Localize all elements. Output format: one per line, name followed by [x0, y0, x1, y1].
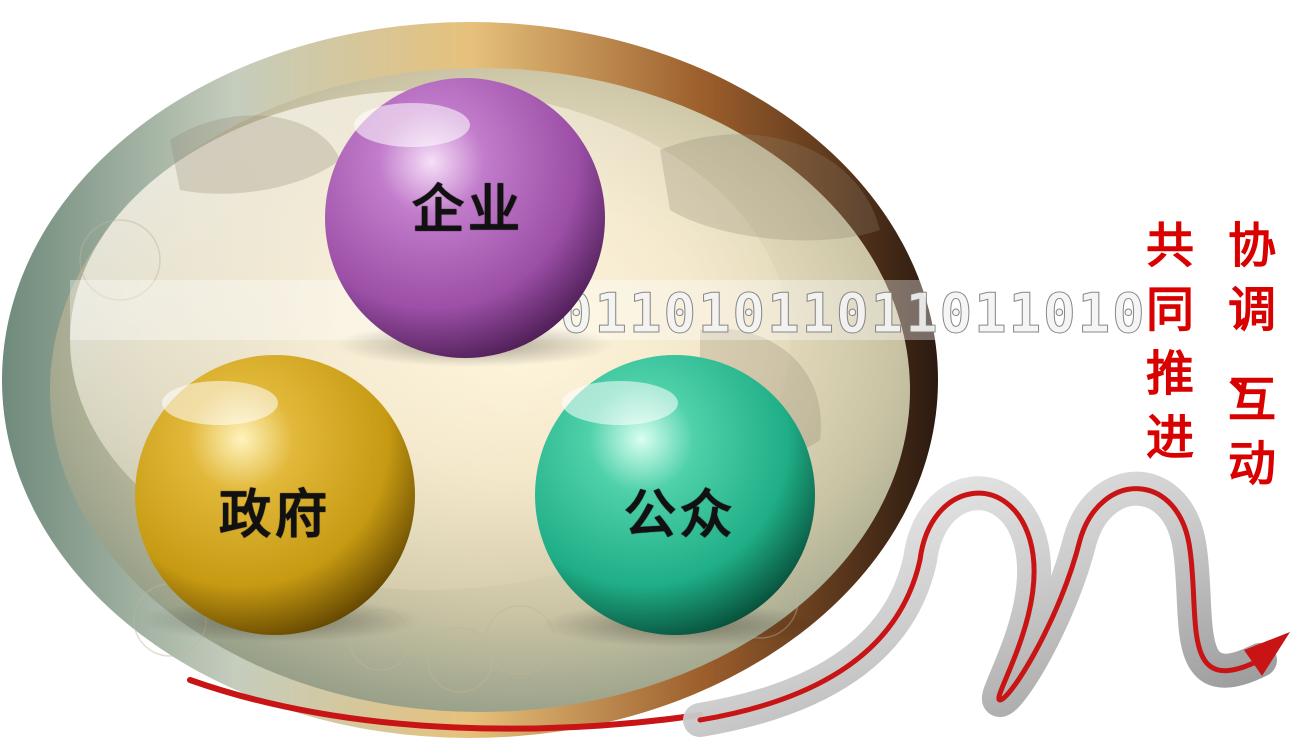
- slogan-char: 互: [1228, 376, 1276, 440]
- label-public: 公众: [624, 473, 736, 548]
- slogan-char: 共: [1146, 222, 1194, 286]
- slogan-char: 协: [1228, 222, 1276, 286]
- slogan-right-column: 协 调 、 互 动: [1222, 222, 1282, 504]
- slogan-char: 动: [1228, 440, 1276, 504]
- slogan-char: 进: [1146, 414, 1194, 478]
- slogan-char: 推: [1146, 350, 1194, 414]
- slogan-char: 调: [1228, 286, 1276, 350]
- slogan-left-column: 共 同 推 进: [1140, 222, 1200, 478]
- binary-text: 01101011011011010: [560, 282, 1147, 345]
- label-enterprise: 企业: [412, 168, 524, 243]
- sphere-public-highlight: [562, 381, 678, 425]
- slogan-char: 同: [1146, 286, 1194, 350]
- label-government: 政府: [219, 473, 331, 548]
- sphere-government-highlight: [162, 381, 278, 425]
- sphere-enterprise-highlight: [354, 103, 470, 147]
